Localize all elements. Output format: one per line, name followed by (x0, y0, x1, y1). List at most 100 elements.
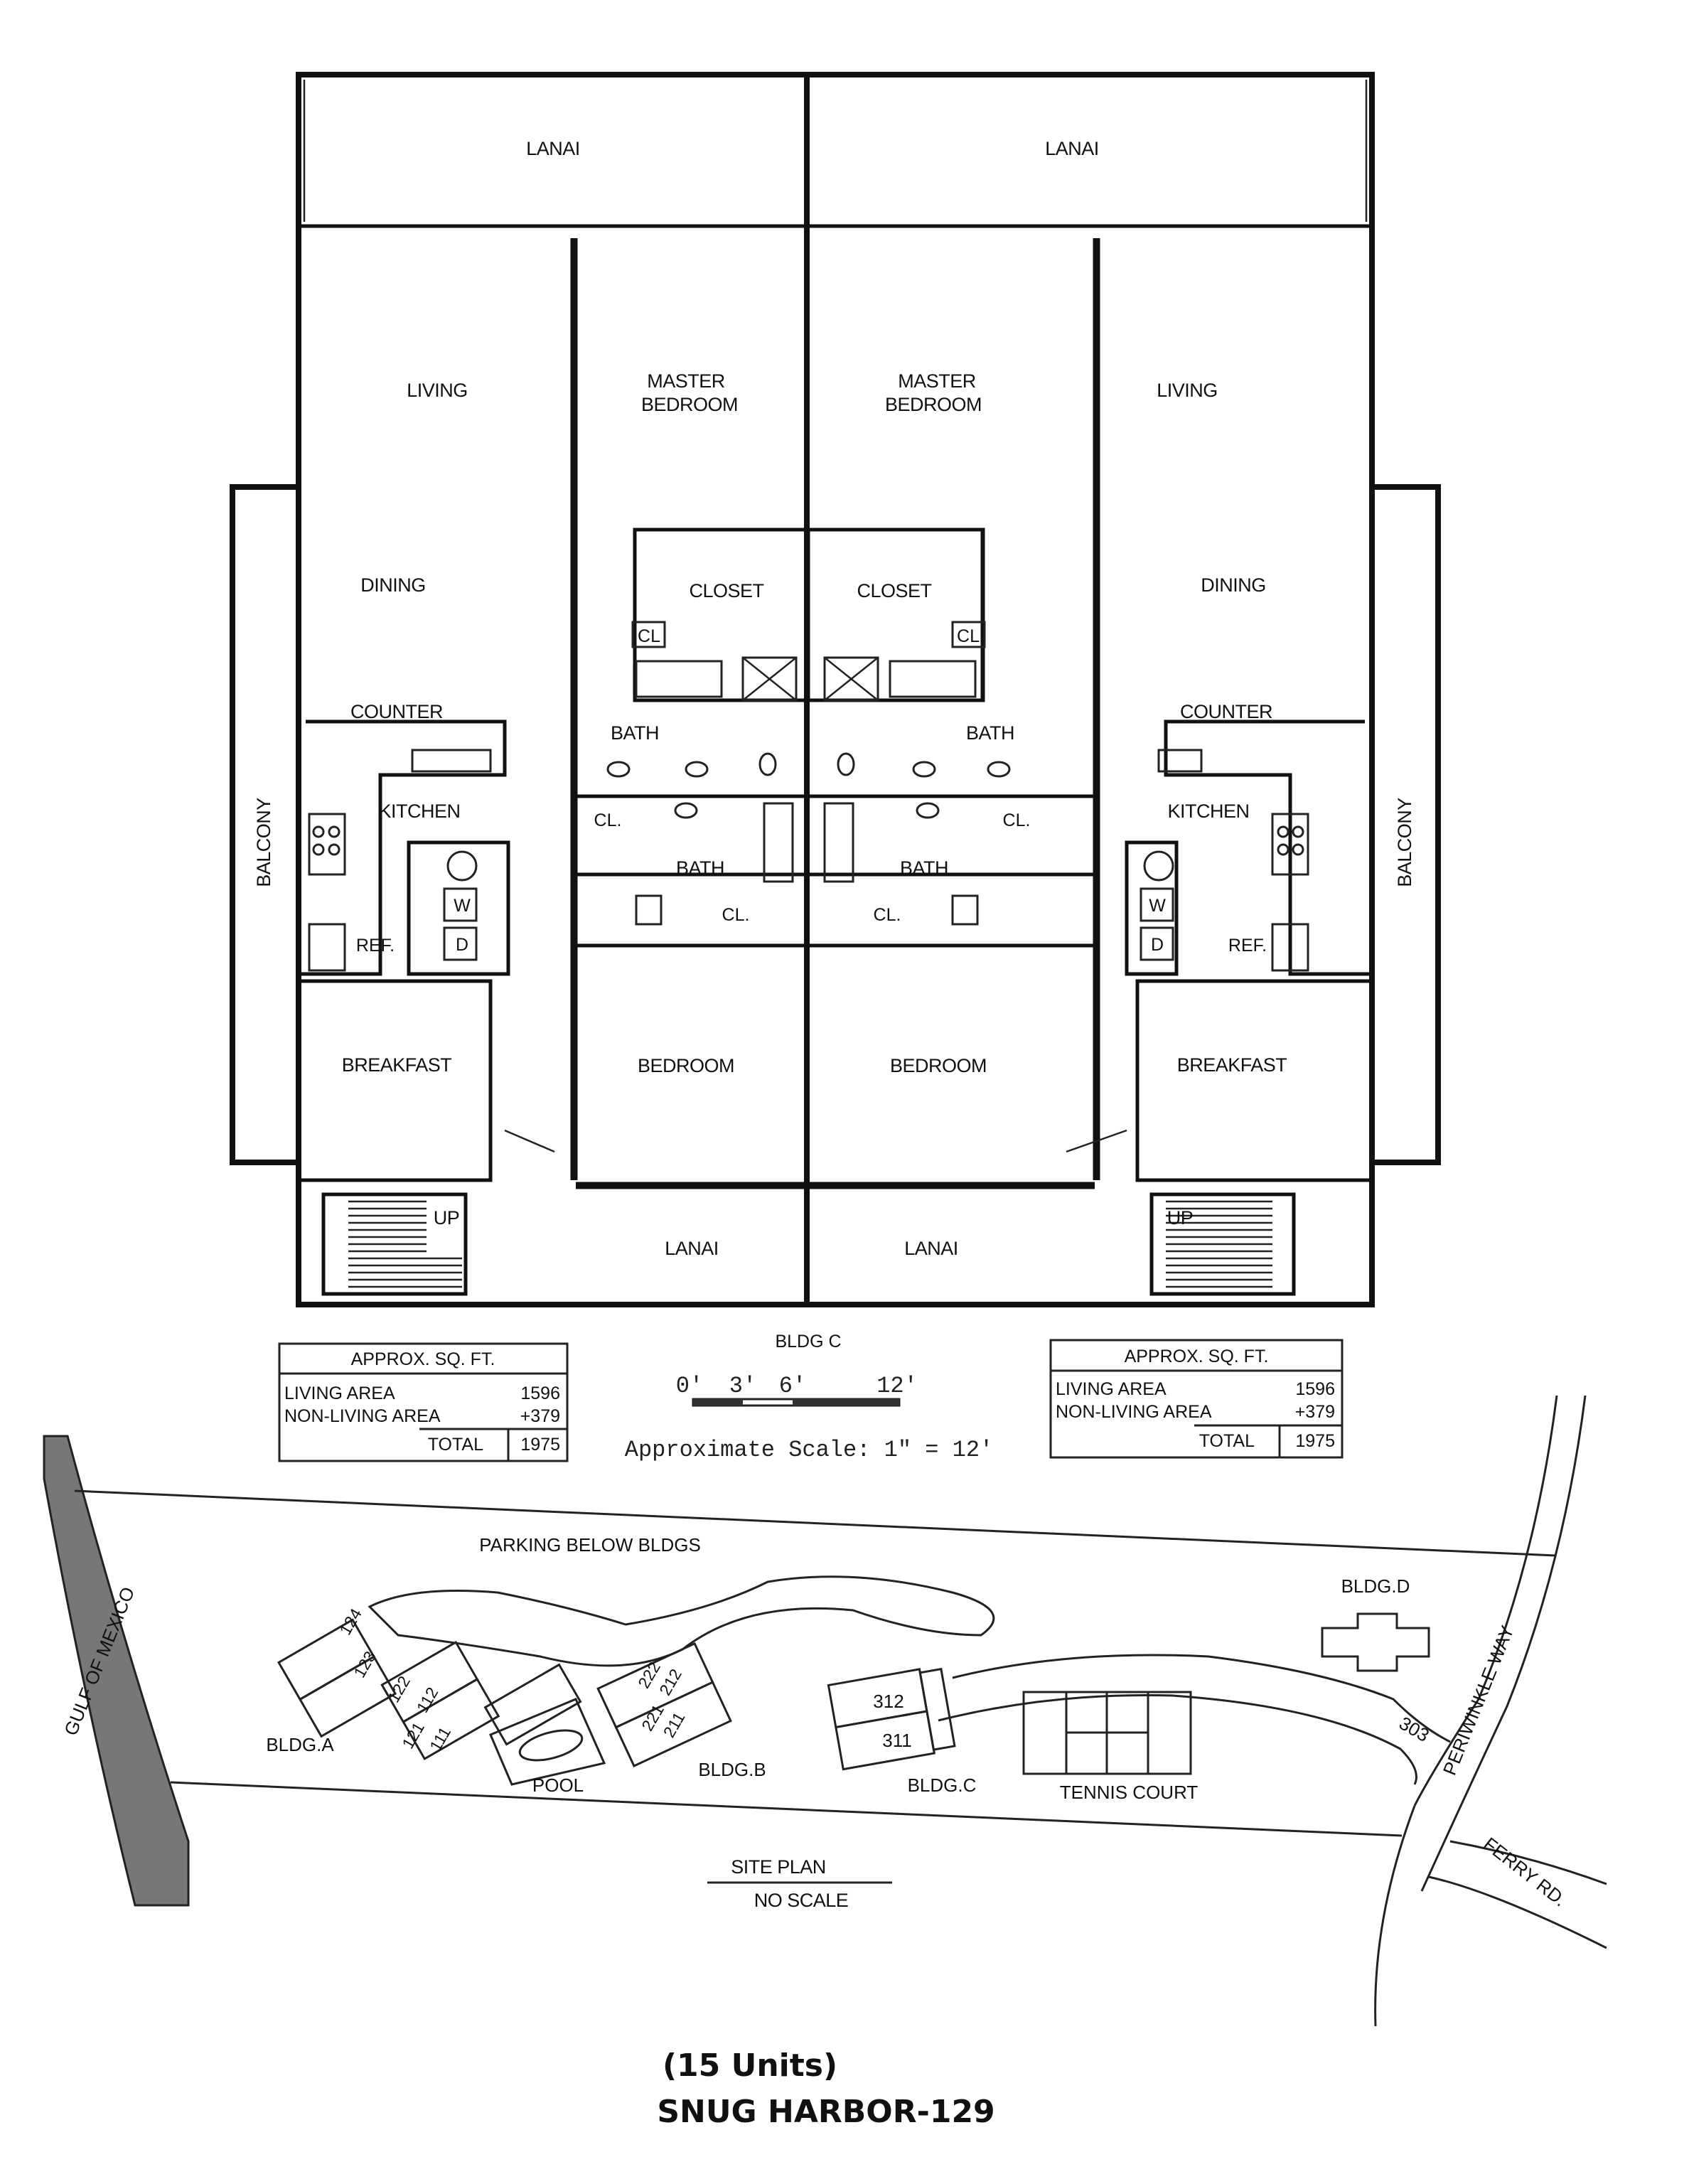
bldg-a-unit-112: 112 (413, 1684, 442, 1716)
breakfast-right-label: BREAKFAST (1177, 1054, 1287, 1076)
scale-tick-0: 0' (676, 1373, 703, 1399)
scale-tick-12: 12' (876, 1373, 918, 1399)
site-plan-title: SITE PLAN (731, 1856, 826, 1878)
floor-plan: LANAI LIVING DINING COUNTER KITCHEN BALC… (230, 72, 1441, 1307)
bath-top-right-label: BATH (966, 722, 1014, 744)
sq-ft-left-nonliving-label: NON-LIVING AREA (284, 1406, 441, 1426)
bldg-b-label: BLDG.B (698, 1759, 766, 1780)
sq-ft-right-nonliving-label: NON-LIVING AREA (1056, 1402, 1212, 1422)
scale-tick-6: 6' (779, 1373, 806, 1399)
sq-ft-table-right: APPROX. SQ. FT. LIVING AREA 1596 NON-LIV… (1049, 1339, 1344, 1459)
property-line-south (170, 1781, 1403, 1837)
master-bedroom-left-line2: BEDROOM (641, 394, 738, 415)
units-count-label: (15 Units) (663, 2048, 837, 2084)
lanai-bottom-left-label: LANAI (665, 1238, 719, 1259)
cl-small-left-label: CL (638, 626, 660, 646)
tennis-label: TENNIS COURT (1060, 1782, 1199, 1803)
scale-caption: Approximate Scale: 1" = 12' (625, 1437, 993, 1463)
dining-left-label: DINING (360, 574, 426, 596)
bath-top-left-label: BATH (611, 722, 659, 744)
parking-label: PARKING BELOW BLDGS (479, 1534, 701, 1556)
driveway-loop (368, 1575, 995, 1667)
up-left-label: UP (434, 1207, 460, 1228)
bldg-a-unit-121: 121 (398, 1719, 428, 1752)
balcony-right-rail (1372, 484, 1441, 1165)
site-plan: GULF OF MEXICO PARKING BELOW BLDGS PERIW… (43, 1395, 1607, 2027)
bldg-a-footprint (277, 1618, 582, 1760)
cl-small-right-label: CL (957, 626, 980, 646)
sq-ft-left-total-label: TOTAL (428, 1435, 483, 1455)
periwinkle-way-edge1 (1420, 1395, 1587, 1892)
periwinkle-way-edge2 (1413, 1395, 1558, 1806)
ferry-rd-edge1 (1428, 1875, 1607, 1949)
cl-lower-left-label: CL. (722, 905, 750, 925)
left-stairs (321, 1192, 468, 1296)
periwinkle-way-edge3 (1374, 1805, 1416, 2027)
balcony-right-label: BALCONY (1394, 798, 1415, 887)
closet-right-label: CLOSET (857, 580, 931, 601)
bldg-c-unit-311: 311 (882, 1730, 911, 1751)
counter-left-label: COUNTER (350, 701, 443, 722)
periwinkle-label: PERIWINKLE WAY (1439, 1622, 1518, 1778)
sq-ft-right-total-value: 1975 (1295, 1431, 1335, 1451)
sq-ft-left-total-value: 1975 (520, 1435, 560, 1455)
bldg-a-unit-111: 111 (426, 1723, 454, 1754)
ferry-rd-edge2 (1449, 1840, 1607, 1885)
property-line-north (74, 1489, 1556, 1557)
pool (518, 1729, 584, 1762)
left-laundry (407, 840, 510, 976)
washer-right-label: W (1149, 896, 1166, 916)
bath-lower-right-label: BATH (900, 857, 948, 879)
left-cooktop (411, 749, 492, 773)
site-plan-subtitle: NO SCALE (754, 1890, 849, 1911)
bldg-c-footprint (827, 1667, 956, 1771)
sq-ft-right-header: APPROX. SQ. FT. (1125, 1347, 1269, 1366)
kitchen-right-label: KITCHEN (1167, 801, 1249, 822)
bldg-a-label: BLDG.A (266, 1734, 334, 1755)
bath-lower-left-label: BATH (676, 857, 724, 879)
right-stairs (1149, 1192, 1296, 1296)
closet-left-label: CLOSET (689, 580, 763, 601)
sq-ft-table-left: APPROX. SQ. FT. LIVING AREA 1596 NON-LIV… (278, 1342, 569, 1462)
gulf-shoreline (43, 1435, 190, 1907)
sq-ft-left-header: APPROX. SQ. FT. (351, 1349, 495, 1369)
drive-to-road (952, 1654, 1451, 1743)
address-label: 303 (1395, 1712, 1433, 1746)
bldg-b-footprint (596, 1642, 732, 1767)
cl-lower-right-label: CL. (874, 905, 901, 925)
dining-right-label: DINING (1201, 574, 1266, 596)
bldg-d-footprint (1321, 1612, 1430, 1672)
pool-label: POOL (532, 1774, 584, 1796)
up-right-label: UP (1167, 1207, 1194, 1228)
washer-left-label: W (454, 896, 471, 916)
sq-ft-left-nonliving-value: +379 (520, 1406, 560, 1426)
property-name-label: SNUG HARBOR-129 (657, 2094, 994, 2130)
balcony-left-label: BALCONY (253, 798, 274, 887)
building-outline (296, 72, 1375, 1307)
ref-right-label: REF. (1228, 936, 1267, 956)
bldg-c-caption: BLDG C (775, 1332, 841, 1351)
master-bedroom-left-line1: MASTER (647, 370, 725, 392)
bedroom-left-label: BEDROOM (638, 1055, 734, 1076)
right-laundry (1125, 840, 1179, 976)
bedroom-right-label: BEDROOM (890, 1055, 987, 1076)
dryer-right-label: D (1151, 935, 1164, 955)
breakfast-left-label: BREAKFAST (342, 1054, 452, 1076)
bldg-d-label: BLDG.D (1341, 1575, 1410, 1597)
lanai-top-left-label: LANAI (526, 138, 580, 159)
kitchen-left-label: KITCHEN (378, 801, 460, 822)
sq-ft-right-nonliving-value: +379 (1295, 1402, 1335, 1422)
sq-ft-right-living-label: LIVING AREA (1056, 1379, 1167, 1399)
sq-ft-left-living-label: LIVING AREA (284, 1383, 395, 1403)
pool-deck (489, 1698, 606, 1786)
lanai-bottom-right-label: LANAI (904, 1238, 958, 1259)
cl-dot-right-label: CL. (1003, 810, 1031, 830)
living-right-label: LIVING (1157, 380, 1218, 401)
drive-to-road-lower (938, 1693, 1417, 1785)
right-cooktop (1157, 749, 1203, 773)
master-bedroom-right-line1: MASTER (898, 370, 976, 392)
sq-ft-right-living-value: 1596 (1295, 1379, 1335, 1399)
ferry-rd-label: FERRY RD. (1479, 1833, 1570, 1910)
scale-tick-3: 3' (729, 1373, 756, 1399)
